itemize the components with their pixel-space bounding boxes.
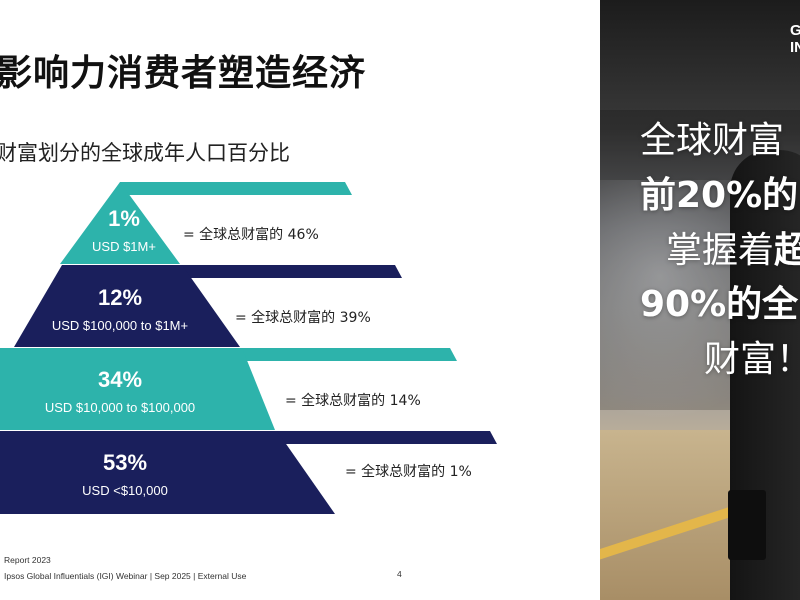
tier-3-percent: 34% [97, 367, 143, 392]
footer-info: Ipsos Global Influentials (IGI) Webinar … [4, 571, 247, 581]
tier-2-wealth-share: = 全球总财富的 39% [235, 310, 371, 326]
tier-2-label: 12% USD $100,000 to $1M+ [30, 285, 210, 335]
tier-1-percent: 1% [108, 206, 140, 231]
page-number: 4 [397, 569, 402, 579]
tier-1-range: USD $1M+ [92, 239, 156, 254]
pyramid-tier-1 [0, 182, 180, 264]
overlay-line-4: 90%的全 [640, 284, 799, 325]
tier-4-label: 53% USD <$10,000 [50, 450, 200, 500]
overlay-line-1: 全球财富 [640, 120, 785, 161]
pyramid-tier-3 [0, 348, 275, 430]
tier-2-range: USD $100,000 to $1M+ [51, 318, 189, 333]
slide-title: 影响力消费者塑造经济 [0, 53, 367, 94]
pyramid-tier-4 [0, 431, 335, 514]
slide-subtitle: 财富划分的全球成年人口百分比 [0, 141, 290, 165]
tier-1-label: 1% USD $1M+ [72, 206, 176, 256]
overlay-line-5: 财富！ [704, 339, 800, 380]
tier-4-range: USD <$10,000 [82, 483, 168, 498]
tier-4-wealth-share: = 全球总财富的 1% [345, 464, 472, 480]
wealth-pyramid [0, 182, 497, 514]
tier-3-wealth-share: = 全球总财富的 14% [285, 393, 421, 409]
overlay-line-3: 掌握着超 [666, 230, 800, 271]
igi-logo: G IN [790, 22, 800, 56]
airport-photo [600, 0, 800, 600]
pyramid-tier-1-ribbon [120, 182, 352, 195]
briefcase [728, 490, 766, 560]
pyramid-tier-2 [14, 265, 240, 347]
overlay-line-2: 前20%的 [640, 175, 799, 216]
pyramid-tier-4-ribbon [270, 431, 497, 444]
tier-3-range: USD $10,000 to $100,000 [44, 400, 196, 415]
tier-3-label: 34% USD $10,000 to $100,000 [20, 367, 220, 417]
tier-1-wealth-share: = 全球总财富的 46% [183, 227, 319, 243]
footer-source: Report 2023 [4, 555, 51, 565]
pyramid-tier-3-ribbon [235, 348, 457, 361]
tier-2-percent: 12% [97, 285, 143, 310]
tier-4-percent: 53% [102, 450, 148, 475]
pyramid-tier-2-ribbon [175, 265, 402, 278]
